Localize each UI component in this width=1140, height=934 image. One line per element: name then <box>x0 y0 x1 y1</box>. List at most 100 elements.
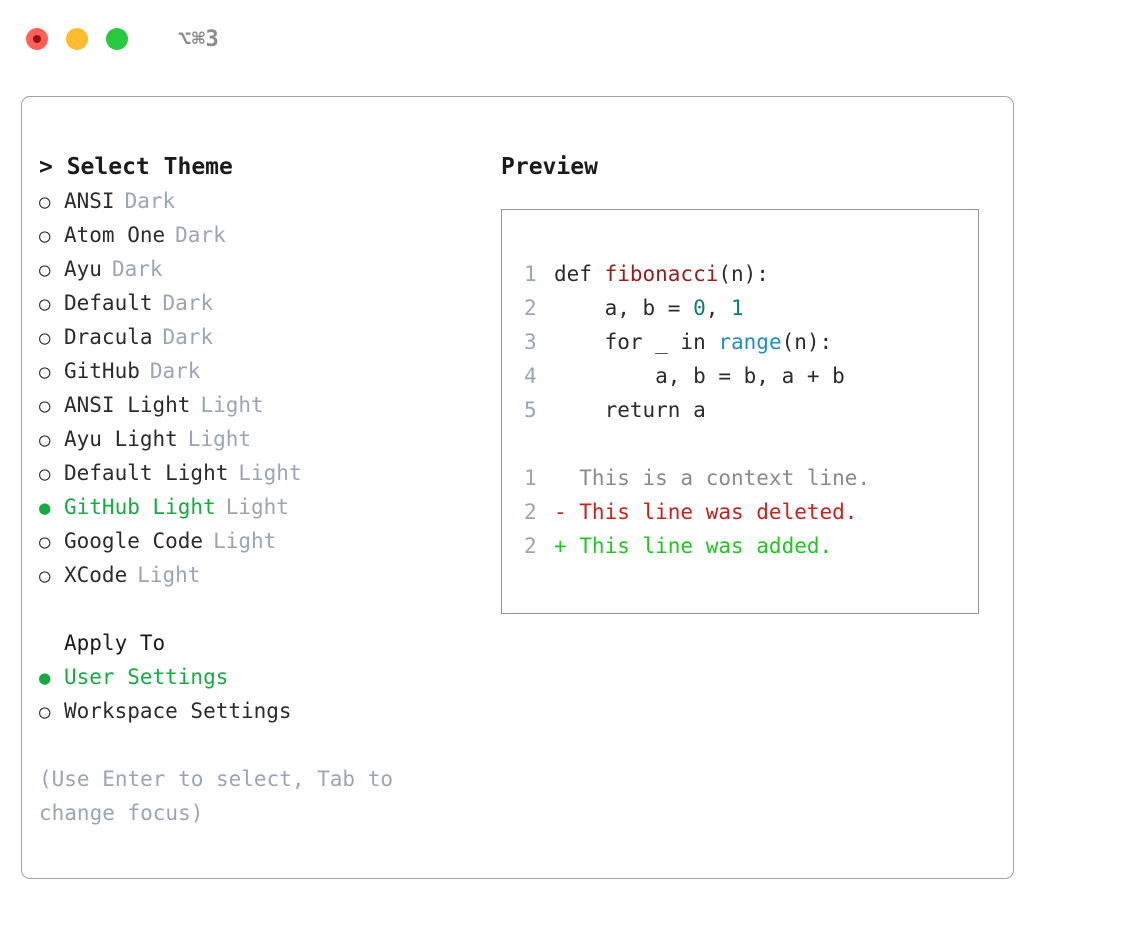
theme-list-item-label: Atom One <box>64 223 166 247</box>
code-line-number: 5 <box>524 398 537 422</box>
minimize-button-icon[interactable] <box>66 28 88 50</box>
keyboard-shortcut-label: ⌥⌘3 <box>178 26 220 52</box>
theme-variant-badge: Dark <box>124 189 176 213</box>
code-line-number: 3 <box>524 330 537 354</box>
preview-title: Preview <box>501 154 598 180</box>
code-token-plain: (n): <box>781 330 833 354</box>
theme-list-item[interactable]: ○ Ayu Light Light <box>39 422 469 456</box>
code-token-number: 0 <box>693 296 706 320</box>
maximize-button-icon[interactable] <box>106 28 128 50</box>
keyboard-hint: (Use Enter to select, Tab to change focu… <box>39 767 394 825</box>
apply-to-option-label: Workspace Settings <box>64 699 292 723</box>
theme-list-item-label: Default Light <box>64 461 229 485</box>
theme-variant-badge: Dark <box>175 223 226 247</box>
theme-list-item[interactable]: ● GitHub Light Light <box>39 490 469 524</box>
code-line: 2 a, b = 0, 1 <box>524 291 978 325</box>
code-token-call: range <box>718 330 782 354</box>
theme-list-item-label: Google Code <box>64 529 204 553</box>
apply-to-title-label: Apply To <box>64 631 166 655</box>
code-line: 5 return a <box>524 393 978 427</box>
title-bar: ⌥⌘3 <box>0 0 1140 78</box>
theme-list-item-label: XCode <box>64 563 128 587</box>
theme-variant-badge: Light <box>187 427 252 451</box>
code-token-number: 1 <box>731 296 744 320</box>
apply-to-list[interactable]: ● User Settings ○ Workspace Settings <box>39 660 469 728</box>
diff-line-text: This is a context line. <box>554 466 871 490</box>
theme-variant-badge: Dark <box>111 257 163 281</box>
theme-list-item-label: Ayu <box>64 257 102 281</box>
code-token-plain: a, b = <box>554 296 694 320</box>
apply-to-title: ○ Apply To <box>39 626 469 660</box>
theme-list-item[interactable]: ○ Default Light Light <box>39 456 469 490</box>
theme-variant-badge: Dark <box>162 325 214 349</box>
code-line: 4 a, b = b, a + b <box>524 359 978 393</box>
theme-variant-badge: Light <box>200 393 264 417</box>
code-token-plain: def <box>554 262 605 286</box>
code-token-plain: return a <box>554 398 706 422</box>
theme-variant-badge: Light <box>137 563 201 587</box>
code-line-number: 2 <box>524 296 537 320</box>
radio-unselected-icon: ○ <box>39 701 51 723</box>
theme-variant-badge: Light <box>225 495 289 519</box>
radio-unselected-icon: ○ <box>39 191 51 213</box>
diff-block: 1 This is a context line. 2 - This line wa… <box>524 461 978 563</box>
close-button-icon[interactable] <box>26 28 48 50</box>
diff-line-context: 1 This is a context line. <box>524 461 978 495</box>
diff-line-number: 1 <box>524 466 537 490</box>
radio-unselected-icon: ○ <box>39 463 51 485</box>
theme-list-item-label: GitHub Light <box>64 495 216 519</box>
apply-to-option-label: User Settings <box>64 665 229 689</box>
apply-to-option[interactable]: ● User Settings <box>39 660 469 694</box>
radio-unselected-icon: ○ <box>39 225 51 247</box>
diff-line-deleted: 2 - This line was deleted. <box>524 495 978 529</box>
diff-line-number: 2 <box>524 500 537 524</box>
code-token-plain: for _ in <box>554 330 719 354</box>
list-spacer <box>39 592 469 626</box>
code-token-function: fibonacci <box>604 262 719 286</box>
apply-to-option[interactable]: ○ Workspace Settings <box>39 694 469 728</box>
theme-panel-title: > Select Theme <box>39 154 233 180</box>
apply-to-title-indent: ○ <box>39 627 64 661</box>
code-token-plain: (n): <box>718 262 769 286</box>
theme-list-item-label: Ayu Light <box>64 427 178 451</box>
radio-unselected-icon: ○ <box>39 327 51 349</box>
code-line: 3 for _ in range(n): <box>524 325 978 359</box>
theme-list-item[interactable]: ○ Atom One Dark <box>39 218 469 252</box>
diff-line-added: 2 + This line was added. <box>524 529 978 563</box>
code-token-plain: , <box>705 296 732 320</box>
theme-variant-badge: Light <box>213 529 277 553</box>
radio-unselected-icon: ○ <box>39 259 51 281</box>
code-line-number: 4 <box>524 364 537 388</box>
radio-unselected-icon: ○ <box>39 429 51 451</box>
theme-list-item[interactable]: ○ Ayu Dark <box>39 252 469 286</box>
diff-line-number: 2 <box>524 534 537 558</box>
radio-unselected-icon: ○ <box>39 565 51 587</box>
theme-list-item[interactable]: ○ XCode Light <box>39 558 469 592</box>
theme-list-item[interactable]: ○ Dracula Dark <box>39 320 469 354</box>
diff-line-text: - This line was deleted. <box>554 500 858 524</box>
code-token-plain: a, b = b, a + b <box>554 364 845 388</box>
theme-list-item-label: Default <box>64 291 153 315</box>
radio-unselected-icon: ○ <box>39 361 51 383</box>
radio-unselected-icon: ○ <box>39 395 51 417</box>
theme-variant-badge: Light <box>238 461 302 485</box>
radio-selected-icon: ● <box>39 667 51 689</box>
theme-variant-badge: Dark <box>162 291 214 315</box>
code-diff-separator <box>524 427 978 461</box>
diff-line-text: + This line was added. <box>554 534 833 558</box>
radio-selected-icon: ● <box>39 497 51 519</box>
theme-list-item-label: Dracula <box>64 325 153 349</box>
